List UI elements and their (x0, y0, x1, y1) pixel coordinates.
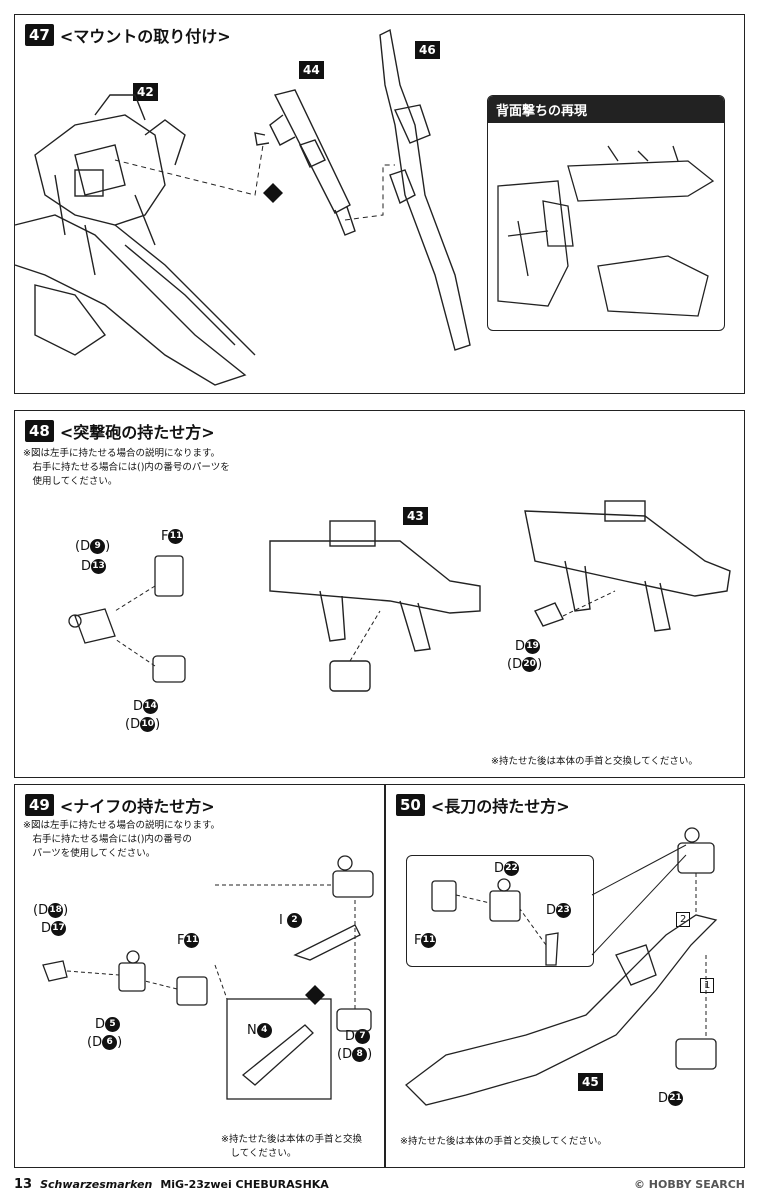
step-49-panel: 49 <ナイフの持たせ方> ※図は左手に持たせる場合の説明になります。 右手に持… (14, 784, 385, 1168)
step-50-heading: 50 <長刀の持たせ方> (396, 793, 570, 817)
after-hold-note: ※持たせた後は本体の手首と交換してください。 (491, 756, 698, 767)
step-number: 49 (25, 794, 54, 816)
assault-cannon-43-illustration (269, 520, 481, 692)
part-43-tag: 43 (403, 507, 428, 525)
part-46-tag: 46 (415, 41, 440, 59)
hand-instruction-note: ※図は左手に持たせる場合の説明になります。 右手に持たせる場合には()内の番号の… (23, 820, 221, 859)
part-d22-label: D22 (494, 861, 520, 876)
part-d19-label: D19 (515, 639, 541, 654)
assembly-step-1: 1 (700, 977, 715, 993)
part-d20-label: (D20) (507, 657, 543, 672)
part-f11-label: F11 (177, 933, 200, 948)
watermark: © HOBBY SEARCH (633, 1178, 745, 1191)
page-number: 13 (14, 1177, 33, 1192)
part-d10-label: (D10) (125, 717, 161, 732)
robot-body-illustration (14, 94, 256, 386)
part-d23-label: D23 (546, 903, 572, 918)
step-number: 47 (25, 24, 54, 46)
part-d13-label: D13 (81, 559, 107, 574)
part-d18-label: (D18) (33, 903, 69, 918)
part-44-tag: 44 (299, 61, 324, 79)
hand-instruction-note: ※図は左手に持たせる場合の説明になります。 右手に持たせる場合には()内の番号の… (23, 448, 230, 487)
series-logo: Schwarzesmarken (40, 1178, 153, 1191)
page-footer: 13 Schwarzesmarken MiG-23zwei CHEBURASHK… (14, 1177, 745, 1192)
knife-assembly-illustration (42, 855, 374, 1100)
step-47-heading: 47 <マウントの取り付け> (25, 23, 231, 47)
after-hold-note: ※持たせた後は本体の手首と交換してください。 (400, 1136, 607, 1147)
step-title: <ナイフの持たせ方> (59, 797, 215, 816)
step-number: 50 (396, 794, 425, 816)
mount-guide-line (114, 144, 395, 221)
part-i2-label: I 2 (279, 913, 302, 929)
sword-46-illustration (379, 28, 471, 351)
step-50-panel: 50 <長刀の持たせ方> D22 D23 F11 2 1 45 D21 ※持たせ… (385, 784, 745, 1168)
assault-cannon-right-illustration (524, 500, 731, 632)
detail-inset (406, 855, 594, 967)
long-sword-assembly-illustration (405, 827, 718, 1106)
part-d17-label: D17 (41, 921, 67, 936)
step-48-heading: 48 <突撃砲の持たせ方> (25, 419, 215, 443)
part-f11-label: F11 (414, 933, 437, 948)
part-42-tag: 42 (133, 83, 158, 101)
step-title: <長刀の持たせ方> (430, 797, 570, 816)
part-d14-label: D14 (133, 699, 159, 714)
hand-assembly-illustration (68, 555, 186, 683)
step-49-heading: 49 <ナイフの持たせ方> (25, 793, 215, 817)
step-title: <マウントの取り付け> (59, 27, 231, 46)
step-title: <突撃砲の持たせ方> (59, 423, 215, 442)
after-hold-note: ※持たせた後は本体の手首と交換 してください。 (221, 1134, 362, 1159)
model-name: MiG-23zwei CHEBURASHKA (160, 1178, 329, 1191)
back-fire-illustration (497, 145, 715, 317)
step-48-panel: 48 <突撃砲の持たせ方> ※図は左手に持たせる場合の説明になります。 右手に持… (14, 410, 745, 778)
part-f11-label: F11 (161, 529, 184, 544)
part-d21-label: D21 (658, 1091, 684, 1106)
back-fire-inset: 背面撃ちの再現 (487, 95, 725, 331)
inset-title: 背面撃ちの再現 (488, 96, 724, 123)
rifle-44-illustration (254, 89, 356, 236)
step-47-panel: 47 <マウントの取り付け> 42 44 46 (14, 14, 745, 394)
step-number: 48 (25, 420, 54, 442)
part-45-tag: 45 (578, 1073, 603, 1091)
